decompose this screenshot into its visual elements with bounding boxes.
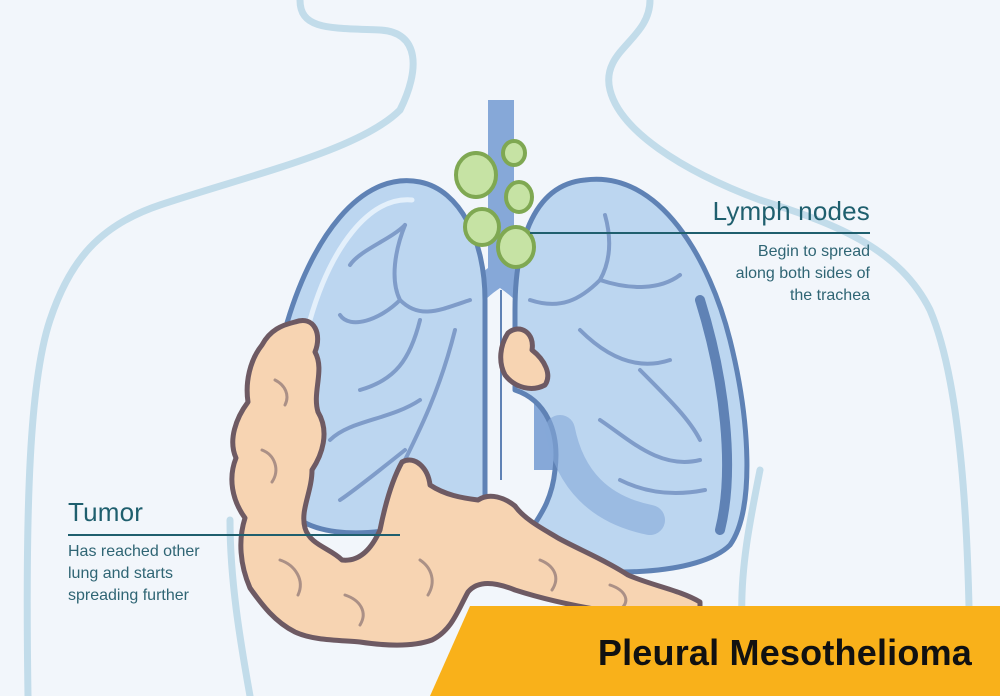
description-line: lung and starts [68, 565, 173, 582]
trachea [440, 100, 560, 480]
lymph-node [501, 139, 527, 167]
title-banner-shape [430, 606, 1000, 696]
description-line: Has reached other [68, 543, 200, 560]
left-lung [269, 178, 488, 536]
tumor-description: Has reached other lung and starts spread… [68, 541, 288, 607]
lymph-node [463, 207, 501, 247]
body-outline [23, 0, 974, 696]
description-line: the trachea [789, 287, 870, 304]
description-line: Begin to spread [757, 243, 870, 260]
lymph-node [504, 180, 534, 214]
title-banner-text: Pleural Mesothelioma [597, 632, 972, 673]
bronchi [328, 213, 707, 502]
description-line: spreading further [68, 587, 189, 604]
tumor-title: Tumor [68, 497, 144, 527]
lymph-nodes-title: Lymph nodes [712, 196, 870, 226]
lymph-nodes [454, 139, 536, 269]
description-line: along both sides of [735, 265, 870, 282]
lymph-nodes-description: Begin to spread along both sides of the … [630, 241, 870, 307]
lymph-node [454, 151, 498, 199]
lymph-node [496, 225, 536, 269]
